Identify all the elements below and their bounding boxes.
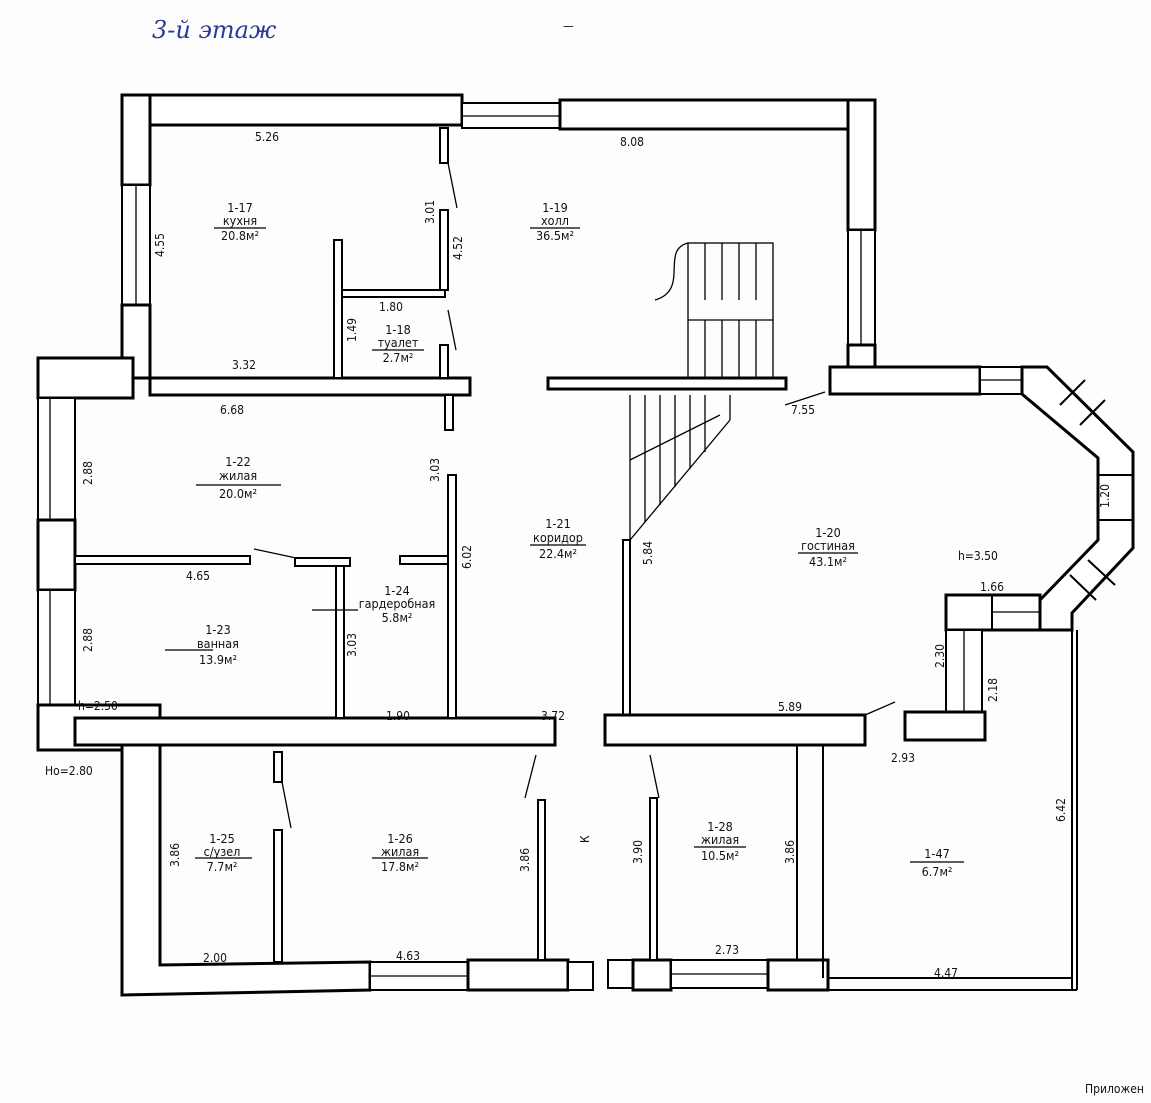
svg-text:коридор: коридор (533, 530, 583, 545)
dim: 2.18 (986, 678, 1000, 702)
svg-text:с/узел: с/узел (204, 844, 241, 859)
dimension-labels: 5.26 8.08 4.55 3.01 4.52 1.80 1.49 3.32 … (45, 130, 1112, 980)
dim: 3.03 (428, 458, 442, 482)
svg-text:туалет: туалет (378, 335, 419, 350)
dim: 4.55 (153, 233, 167, 257)
svg-text:10.5м²: 10.5м² (701, 848, 739, 863)
svg-text:20.0м²: 20.0м² (219, 486, 257, 501)
walls (36, 93, 1135, 997)
svg-text:жилая: жилая (381, 844, 419, 859)
svg-text:5.8м²: 5.8м² (382, 610, 413, 625)
staircase (629, 242, 774, 541)
dim: 7.55 (791, 403, 815, 417)
dim: 4.65 (186, 569, 210, 583)
svg-text:13.9м²: 13.9м² (199, 652, 237, 667)
svg-text:холл: холл (541, 213, 569, 228)
dim: 6.42 (1054, 798, 1068, 822)
dim: 2.73 (715, 943, 739, 957)
dim: 6.02 (460, 545, 474, 569)
dim: 2.93 (891, 751, 915, 765)
svg-text:гостиная: гостиная (801, 538, 855, 553)
svg-text:17.8м²: 17.8м² (381, 859, 419, 874)
height-left: h=2.50 (78, 699, 118, 713)
dim: 2.88 (81, 628, 95, 652)
svg-text:22.4м²: 22.4м² (539, 546, 577, 561)
dim: 3.01 (423, 200, 437, 224)
svg-text:жилая: жилая (219, 468, 257, 483)
dim: 3.03 (345, 633, 359, 657)
corner-mark: — (563, 19, 574, 33)
dim: 1.66 (980, 580, 1004, 594)
svg-text:1-25: 1-25 (209, 831, 235, 846)
dim: 1.20 (1098, 484, 1112, 508)
svg-text:20.8м²: 20.8м² (221, 228, 259, 243)
svg-text:2.7м²: 2.7м² (383, 350, 414, 365)
svg-text:1-17: 1-17 (227, 200, 253, 215)
dim: 2.00 (203, 951, 227, 965)
height-floor: Hо=2.80 (45, 764, 93, 778)
svg-text:7.7м²: 7.7м² (207, 859, 238, 874)
height-living: h=3.50 (958, 549, 998, 563)
svg-text:36.5м²: 36.5м² (536, 228, 574, 243)
svg-text:1-26: 1-26 (387, 831, 413, 846)
dim: 1.49 (345, 318, 359, 342)
svg-text:1-28: 1-28 (707, 819, 733, 834)
dim: 4.47 (934, 966, 958, 980)
dim: 5.26 (255, 130, 279, 144)
svg-text:43.1м²: 43.1м² (809, 554, 847, 569)
svg-text:1-24: 1-24 (384, 583, 410, 598)
dim: 3.86 (783, 840, 797, 864)
annex-label: Приложен (1085, 1082, 1144, 1096)
dim: 5.89 (778, 700, 802, 714)
svg-text:1-20: 1-20 (815, 525, 841, 540)
svg-text:1-18: 1-18 (385, 322, 411, 337)
dim: 3.32 (232, 358, 256, 372)
svg-text:1-47: 1-47 (924, 846, 950, 861)
dim: 3.86 (518, 848, 532, 872)
dim: 8.08 (620, 135, 644, 149)
k-mark: К (578, 835, 592, 843)
dim: 1.80 (379, 300, 403, 314)
dim: 5.84 (641, 541, 655, 565)
dim: 2.88 (81, 461, 95, 485)
dim: 4.63 (396, 949, 420, 963)
dim: 3.86 (168, 843, 182, 867)
floor-title: 3-й этаж (152, 16, 277, 44)
dim: 3.90 (631, 840, 645, 864)
dim: 4.52 (451, 236, 465, 260)
svg-text:1-22: 1-22 (225, 454, 251, 469)
dim: 6.68 (220, 403, 244, 417)
svg-text:6.7м²: 6.7м² (922, 864, 953, 879)
svg-text:1-23: 1-23 (205, 622, 231, 637)
dim: 2.30 (933, 644, 947, 668)
svg-text:ванная: ванная (197, 636, 239, 651)
dim: 3.72 (541, 709, 565, 723)
svg-text:1-21: 1-21 (545, 516, 571, 531)
svg-text:жилая: жилая (701, 832, 739, 847)
svg-text:кухня: кухня (223, 213, 257, 228)
svg-text:1-19: 1-19 (542, 200, 568, 215)
dim: 1.90 (386, 709, 410, 723)
svg-text:гардеробная: гардеробная (359, 596, 436, 611)
room-1-47: 1-47 6.7м² (910, 846, 964, 879)
